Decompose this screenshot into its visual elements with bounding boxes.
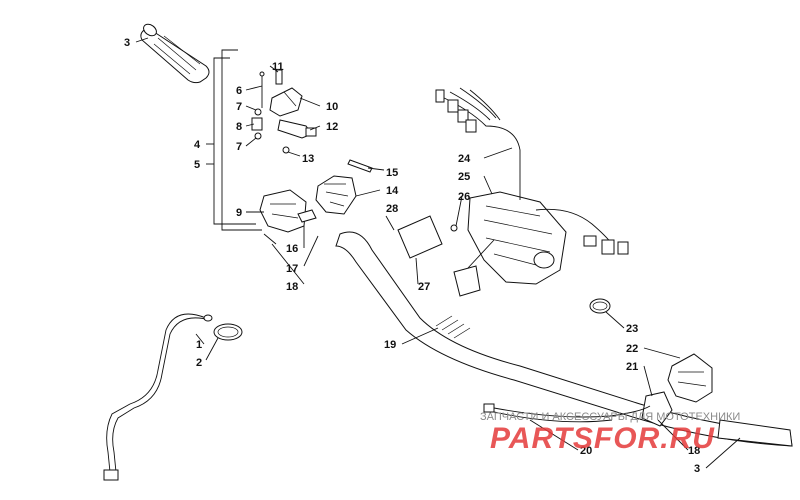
throttle-cable xyxy=(103,313,213,481)
label-15: 15 xyxy=(386,167,398,179)
label-12: 12 xyxy=(326,121,338,133)
label-22: 22 xyxy=(626,343,638,355)
label-5: 5 xyxy=(194,159,200,171)
clamp-right xyxy=(589,298,611,314)
leader-lines xyxy=(135,37,741,469)
left-grip xyxy=(140,23,210,84)
label-14: 14 xyxy=(386,185,399,197)
label-9: 9 xyxy=(236,207,242,219)
label-3-grip-right: 3 xyxy=(694,463,700,475)
label-3-grip-left: 3 xyxy=(124,37,130,49)
watermark-brand: PARTSFOR.RU xyxy=(490,422,715,455)
label-25: 25 xyxy=(458,171,470,183)
label-16: 16 xyxy=(286,243,298,255)
clamp-left xyxy=(213,323,243,341)
label-17: 17 xyxy=(286,263,298,275)
label-7-bottom: 7 xyxy=(236,141,242,153)
label-21: 21 xyxy=(626,361,638,373)
group-bracket xyxy=(213,49,262,231)
switch-housing-right xyxy=(641,353,713,427)
label-26: 26 xyxy=(458,191,470,203)
label-10: 10 xyxy=(326,101,338,113)
switch-wire-right xyxy=(483,403,651,423)
right-grip xyxy=(717,419,793,447)
label-19: 19 xyxy=(384,339,396,351)
label-20: 20 xyxy=(580,445,592,457)
watermark-caption: ЗАПЧАСТИ И АКСЕССУАРЫ ДЛЯ МОТОТЕХНИКИ xyxy=(480,411,740,423)
watermark: ЗАПЧАСТИ И АКСЕССУАРЫ ДЛЯ МОТОТЕХНИКИ PA… xyxy=(480,411,740,455)
label-18-right: 18 xyxy=(688,445,700,457)
label-18-left: 18 xyxy=(286,281,298,293)
throttle-lever-assembly xyxy=(251,69,317,154)
wiring-harness xyxy=(435,87,629,255)
label-13: 13 xyxy=(302,153,314,165)
label-24: 24 xyxy=(458,153,471,165)
label-6: 6 xyxy=(236,85,242,97)
label-11: 11 xyxy=(272,61,284,73)
label-7-top: 7 xyxy=(236,101,242,113)
label-8: 8 xyxy=(236,121,242,133)
heater-cover-assembly xyxy=(397,191,567,297)
label-27: 27 xyxy=(418,281,430,293)
label-4: 4 xyxy=(194,139,201,151)
label-1: 1 xyxy=(196,339,202,351)
control-housing-left xyxy=(259,189,317,245)
part-labels: 3 6 11 7 10 8 12 7 4 13 5 15 24 14 25 9 … xyxy=(124,37,700,475)
label-28: 28 xyxy=(386,203,398,215)
label-2: 2 xyxy=(196,357,202,369)
label-23: 23 xyxy=(626,323,638,335)
switch-housing-left xyxy=(315,159,373,215)
